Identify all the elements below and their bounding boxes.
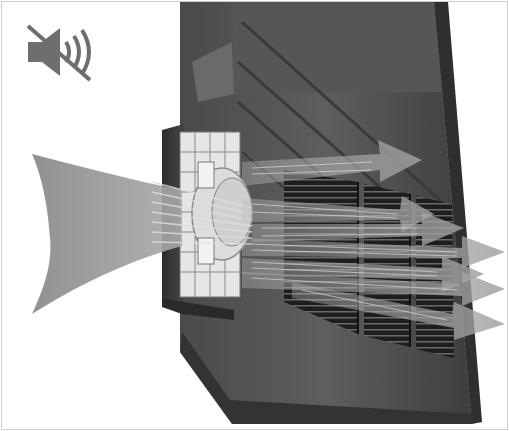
speaker-muted-icon bbox=[28, 26, 90, 80]
